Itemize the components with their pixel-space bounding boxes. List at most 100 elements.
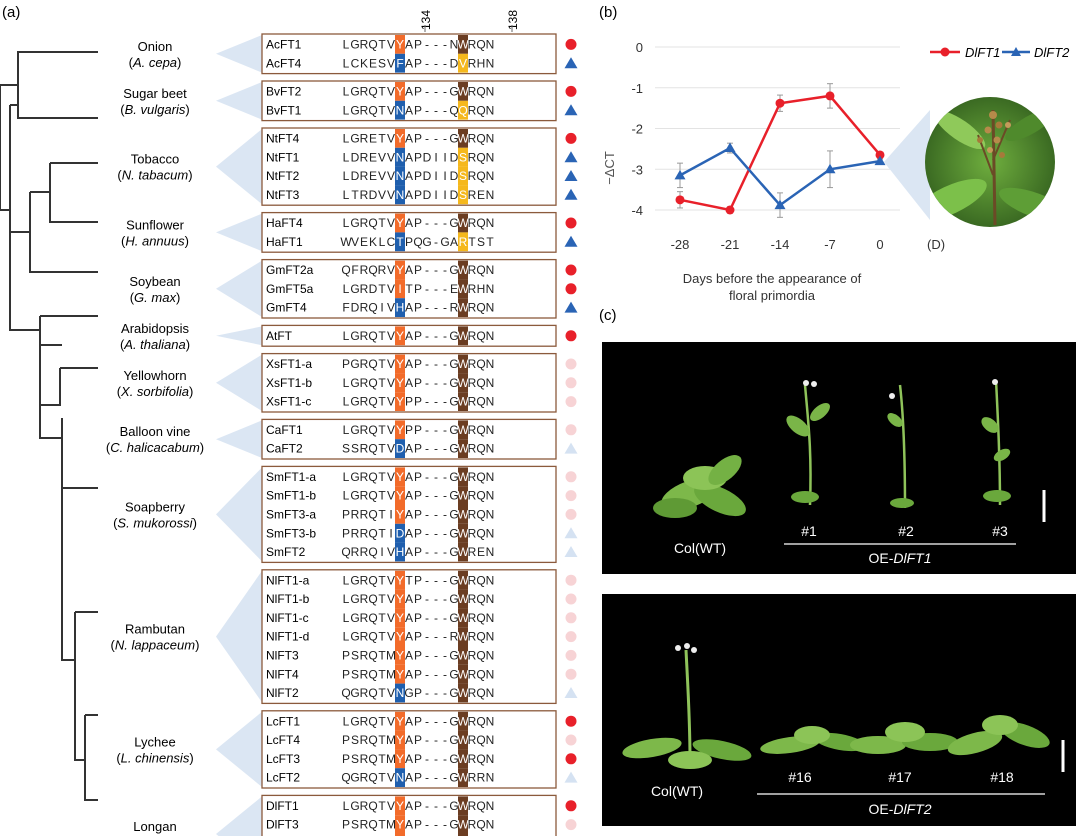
residue: T [378, 592, 386, 606]
species-latin-name: (A. thaliana) [120, 337, 190, 352]
residue: V [387, 376, 395, 390]
residue: V [387, 150, 395, 164]
alignment-box [261, 80, 557, 122]
x-tick-label: -21 [721, 237, 740, 252]
residue: Q [476, 526, 485, 540]
residue: R [360, 442, 369, 456]
residue: T [378, 489, 386, 503]
residue: R [468, 649, 477, 663]
residue: Q [476, 263, 485, 277]
residue-138-highlight [458, 392, 468, 411]
residue: Q [368, 714, 377, 728]
residue: P [342, 733, 350, 747]
residue: S [477, 235, 485, 249]
residue: W [457, 526, 469, 540]
residue: - [443, 56, 447, 70]
residue: R [468, 752, 477, 766]
residue: T [378, 38, 386, 52]
residue: - [434, 573, 438, 587]
residue: S [459, 188, 467, 202]
residue-138-highlight [458, 486, 468, 505]
residue: Q [476, 489, 485, 503]
residue-134-highlight [395, 467, 405, 487]
data-point-dlft2 [774, 199, 786, 210]
residue: Y [396, 573, 404, 587]
residue: W [457, 686, 469, 700]
residue: R [360, 611, 369, 625]
residue: W [457, 301, 469, 315]
residue: - [443, 573, 447, 587]
residue-138-highlight [458, 298, 468, 317]
species-latin-name: (S. mukorossi) [113, 515, 197, 530]
residue: P [414, 423, 422, 437]
residue: A [405, 630, 413, 644]
residue: N [486, 263, 495, 277]
residue: G [350, 714, 359, 728]
data-point-dlft1 [725, 205, 735, 215]
x-tick-label: -14 [771, 237, 790, 252]
residue: W [457, 282, 469, 296]
residue: - [434, 771, 438, 785]
residue: D [450, 56, 459, 70]
residue: Q [368, 592, 377, 606]
residue: L [343, 329, 350, 343]
species-wedge [216, 711, 262, 787]
residue: T [378, 329, 386, 343]
line-label-3: #3 [992, 523, 1008, 539]
residue: R [468, 85, 477, 99]
residue: - [425, 263, 429, 277]
residue-138-highlight [458, 213, 468, 233]
residue: - [425, 395, 429, 409]
residue: Q [476, 714, 485, 728]
residue: Q [476, 752, 485, 766]
residue: Q [476, 301, 485, 315]
residue: R [360, 508, 369, 522]
residue: P [405, 235, 413, 249]
residue: R [360, 132, 369, 146]
residue-138-highlight [458, 542, 468, 562]
residue: N [486, 442, 495, 456]
residue: H [396, 545, 405, 559]
residue: M [386, 667, 396, 681]
residue-138-highlight [458, 608, 468, 628]
residue: N [486, 188, 495, 202]
residue: - [443, 376, 447, 390]
residue: N [486, 526, 495, 540]
residue: P [414, 714, 422, 728]
residue: T [378, 818, 386, 832]
residue: N [486, 771, 495, 785]
residue: N [396, 188, 405, 202]
residue: Q [476, 818, 485, 832]
residue: A [405, 85, 413, 99]
residue: - [425, 85, 429, 99]
residue: G [449, 818, 458, 832]
gene-name: NlFT1-c [266, 611, 309, 625]
residue: - [425, 592, 429, 606]
residue: S [378, 56, 386, 70]
y-axis-label: −ΔCT [602, 151, 617, 185]
residue: Q [476, 592, 485, 606]
residue: E [369, 132, 377, 146]
residue: R [360, 470, 369, 484]
residue: R [360, 592, 369, 606]
residue: V [387, 357, 395, 371]
residue: - [425, 508, 429, 522]
residue: S [351, 442, 359, 456]
residue: P [342, 752, 350, 766]
residue: G [350, 376, 359, 390]
residue: Q [368, 263, 377, 277]
residue: - [443, 630, 447, 644]
residue: N [486, 545, 495, 559]
group-label-oe-dlft1: OE-DlFT1 [868, 550, 931, 566]
residue-134-highlight [395, 768, 405, 787]
residue: G [449, 752, 458, 766]
residue: Q [476, 686, 485, 700]
residue-134-highlight [395, 82, 405, 101]
legend-label-dlft2: DlFT2 [1034, 45, 1070, 60]
residue: - [434, 376, 438, 390]
residue: Y [396, 395, 404, 409]
alignment-box [261, 794, 557, 836]
residue: Q [476, 423, 485, 437]
residue: Q [476, 357, 485, 371]
